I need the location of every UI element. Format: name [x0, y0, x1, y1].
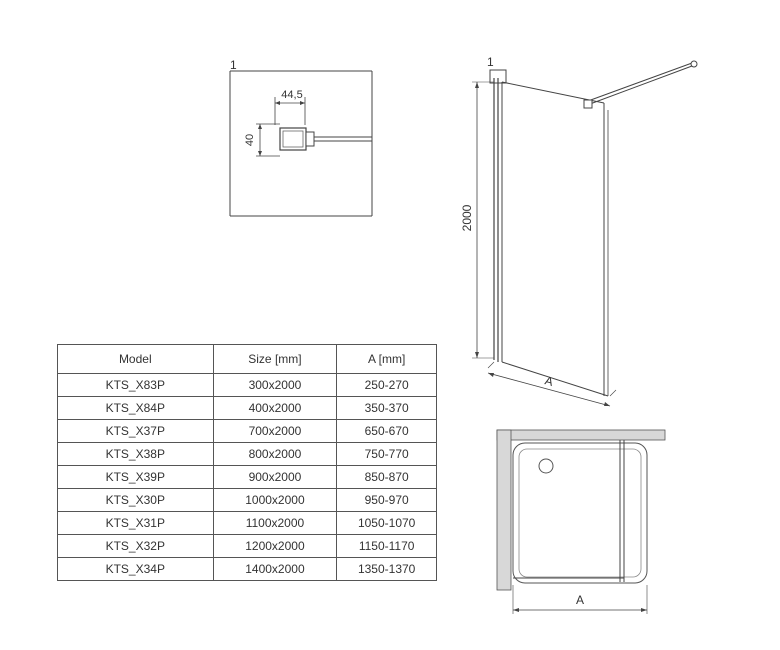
table-header-row: Model Size [mm] A [mm]: [57, 344, 437, 374]
plan-view: A: [496, 429, 666, 614]
cell-size: 900x2000: [212, 465, 338, 489]
dim-height-label: 40: [244, 134, 256, 146]
height-dimension-label: 2000: [460, 204, 474, 231]
header-a: A [mm]: [336, 344, 437, 374]
cell-a: 1350-1370: [336, 557, 437, 581]
cell-size: 700x2000: [212, 419, 338, 443]
elevation-width-label: A: [543, 373, 554, 389]
cell-model: KTS_X34P: [57, 557, 214, 581]
cell-model: KTS_X31P: [57, 511, 214, 535]
elevation-view: 1 2000 A: [460, 55, 698, 407]
cell-a: 650-670: [336, 419, 437, 443]
cell-size: 1200x2000: [212, 534, 338, 558]
cell-a: 350-370: [336, 396, 437, 420]
cell-a: 1050-1070: [336, 511, 437, 535]
header-model: Model: [57, 344, 214, 374]
elevation-callout-number: 1: [487, 55, 494, 69]
cell-size: 1400x2000: [212, 557, 338, 581]
detail-callout-number: 1: [230, 58, 237, 72]
cell-a: 950-970: [336, 488, 437, 512]
cell-a: 1150-1170: [336, 534, 437, 558]
cell-size: 1100x2000: [212, 511, 338, 535]
detail-view: 44,5 40: [229, 70, 373, 217]
plan-width-label: A: [576, 593, 584, 607]
cell-model: KTS_X84P: [57, 396, 214, 420]
header-size: Size [mm]: [212, 344, 338, 374]
cell-a: 750-770: [336, 442, 437, 466]
cell-model: KTS_X37P: [57, 419, 214, 443]
cell-a: 850-870: [336, 465, 437, 489]
cell-size: 1000x2000: [212, 488, 338, 512]
dim-width-label: 44,5: [281, 89, 302, 101]
cell-a: 250-270: [336, 373, 437, 397]
cell-model: KTS_X83P: [57, 373, 214, 397]
cell-model: KTS_X30P: [57, 488, 214, 512]
cell-model: KTS_X39P: [57, 465, 214, 489]
cell-model: KTS_X38P: [57, 442, 214, 466]
cell-size: 300x2000: [212, 373, 338, 397]
cell-model: KTS_X32P: [57, 534, 214, 558]
cell-size: 800x2000: [212, 442, 338, 466]
cell-size: 400x2000: [212, 396, 338, 420]
